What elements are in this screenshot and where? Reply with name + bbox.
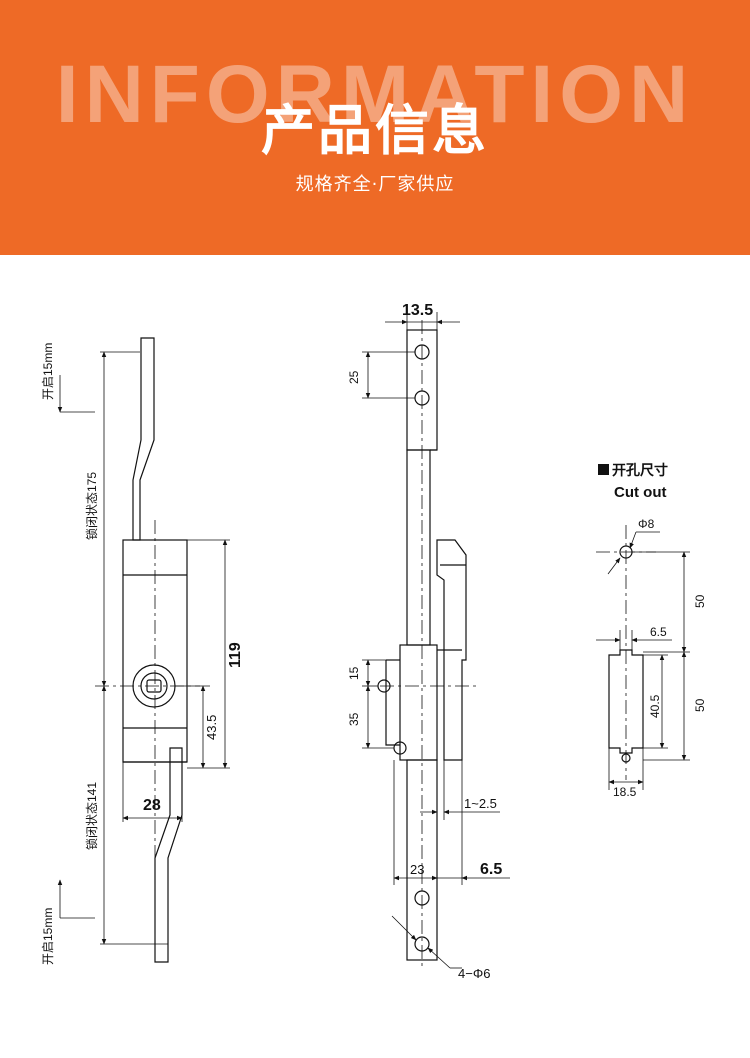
label-open-bottom: 开启15mm (41, 908, 55, 965)
label-dim-119: 119 (227, 642, 244, 668)
cutout-title-en: Cut out (614, 484, 666, 501)
handle-side (436, 539, 467, 761)
banner-title: 产品信息 (261, 99, 489, 162)
label-dim-1-2-5: 1~2.5 (464, 796, 497, 811)
front-view-labels: 开启15mm 锁闭状态175 119 43.5 28 锁闭状态141 开启15m… (41, 343, 244, 965)
label-holes: 4−Φ6 (458, 966, 490, 981)
label-cutout-50-top: 50 (693, 594, 707, 608)
cutout-view (596, 525, 690, 790)
label-phi8: Φ8 (638, 517, 655, 531)
cutout-title-cn: 开孔尺寸 (612, 462, 668, 478)
label-dim-23: 23 (410, 862, 424, 877)
label-open-top: 开启15mm (41, 343, 55, 400)
label-locked-175: 锁闭状态175 (84, 472, 99, 540)
label-dim-25: 25 (347, 370, 361, 384)
housing-side (399, 644, 438, 761)
side-view-labels: 13.5 25 15 35 1~2.5 23 6.5 4−Φ6 (347, 302, 502, 981)
side-view (362, 312, 510, 969)
cutout-bullet-icon (598, 464, 609, 475)
cutout-labels: Φ8 50 6.5 40.5 50 18.5 (613, 517, 707, 799)
label-dim-43-5: 43.5 (204, 715, 219, 740)
label-cutout-18-5: 18.5 (613, 785, 637, 799)
label-cutout-6-5: 6.5 (650, 625, 667, 639)
label-dim-6-5: 6.5 (480, 861, 502, 878)
label-dim-35: 35 (347, 712, 361, 726)
top-rod (132, 337, 155, 541)
bottom-rod (154, 747, 183, 963)
label-dim-15: 15 (347, 666, 361, 680)
technical-drawing: 开启15mm 锁闭状态175 119 43.5 28 锁闭状态141 开启15m… (41, 302, 707, 981)
banner-background-word: INFORMATION (55, 49, 695, 140)
front-view (57, 337, 230, 963)
banner-subtitle: 规格齐全·厂家供应 (295, 174, 455, 195)
header-banner: INFORMATION 产品信息 规格齐全·厂家供应 (0, 0, 750, 255)
cutout-section: 开孔尺寸 Cut out (598, 462, 668, 501)
label-cutout-40-5: 40.5 (648, 694, 662, 718)
label-locked-141: 锁闭状态141 (84, 782, 99, 850)
label-cutout-50-bottom: 50 (693, 698, 707, 712)
lower-bar (406, 759, 438, 961)
label-dim-13-5: 13.5 (402, 302, 433, 319)
label-dim-28: 28 (143, 797, 161, 814)
